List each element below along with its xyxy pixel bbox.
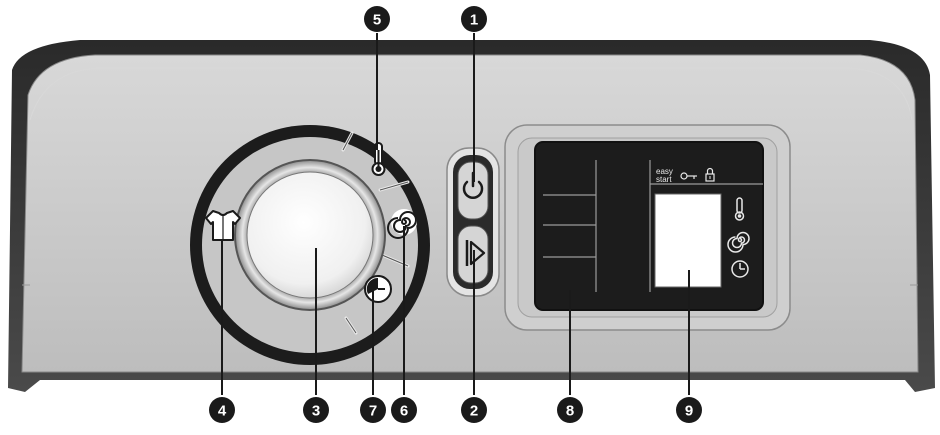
callouts: 1 2 3 4 5 6 — [209, 6, 702, 423]
display-clock-icon — [731, 260, 749, 278]
callout-7: 7 — [360, 397, 386, 423]
svg-text:3: 3 — [312, 403, 320, 420]
display-screen — [534, 141, 764, 311]
svg-text:4: 4 — [218, 403, 227, 420]
svg-text:1: 1 — [470, 12, 478, 29]
lock-icon — [705, 167, 715, 182]
program-dial-assembly — [190, 125, 430, 365]
callout-3: 3 — [303, 397, 329, 423]
callout-1: 1 — [461, 6, 487, 32]
start-pause-icon — [465, 240, 486, 266]
display-left-area — [543, 160, 597, 292]
svg-text:7: 7 — [369, 403, 377, 420]
spin-spiral-icon[interactable] — [387, 209, 417, 239]
svg-text:5: 5 — [373, 12, 381, 29]
easy-start-label-line2: start — [656, 175, 672, 184]
button-cluster — [446, 147, 500, 297]
display-housing: easy start — [504, 124, 791, 331]
display-thermometer-icon — [734, 197, 745, 221]
callout-2: 2 — [461, 397, 487, 423]
thermometer-icon[interactable] — [371, 142, 386, 176]
clock-icon[interactable] — [364, 275, 392, 303]
callout-8: 8 — [557, 397, 583, 423]
svg-text:2: 2 — [470, 403, 478, 420]
svg-text:8: 8 — [566, 403, 574, 420]
display-spin-icon — [727, 231, 750, 253]
callout-9: 9 — [676, 397, 702, 423]
svg-text:6: 6 — [400, 403, 408, 420]
callout-4: 4 — [209, 397, 235, 423]
callout-6: 6 — [391, 397, 417, 423]
svg-text:9: 9 — [685, 403, 693, 420]
key-icon — [680, 172, 697, 180]
callout-5: 5 — [364, 6, 390, 32]
easy-start-label-line1: easy — [656, 167, 673, 176]
power-button[interactable] — [457, 161, 489, 220]
